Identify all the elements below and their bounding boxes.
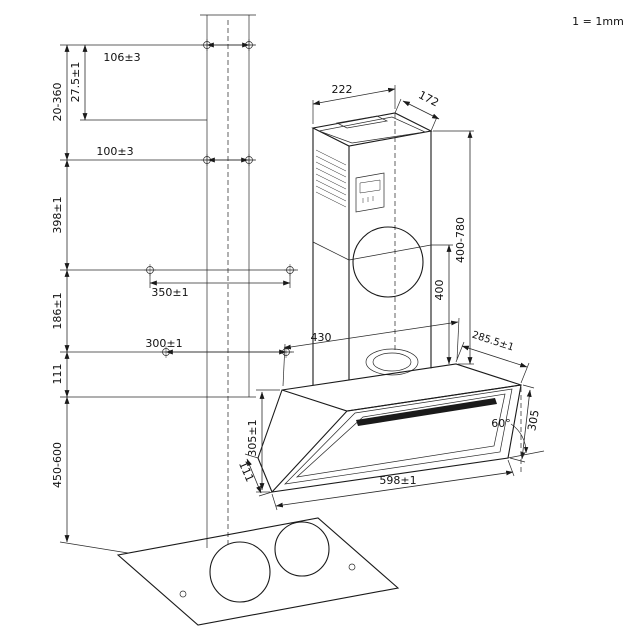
dim-label-spacing-mid: 186±1 xyxy=(51,292,64,329)
scale-note: 1 = 1mm xyxy=(572,15,624,28)
handle-strip xyxy=(356,398,497,426)
dim-label-hole-spacing-top: 106±3 xyxy=(103,51,140,64)
dim-label-chimney-section-height: 400 xyxy=(433,280,446,301)
dim-label-hood-top-width: 430 xyxy=(311,331,332,344)
display xyxy=(359,179,381,194)
control-panel xyxy=(355,172,385,213)
cooktop-knob-right xyxy=(348,563,356,571)
angle-arc xyxy=(510,423,529,454)
cooktop xyxy=(116,517,400,626)
wall-template xyxy=(59,14,298,554)
dim-label-spacing-lower: 111 xyxy=(51,364,64,385)
dim-label-spacing-upper: 398±1 xyxy=(51,196,64,233)
dim-label-hood-top-depth: 285.5±1 xyxy=(470,330,515,354)
dim-label-panel-length: 305 xyxy=(525,409,541,432)
dim-label-adjust-range: 20-360 xyxy=(51,83,64,122)
dim-label-chimney-depth: 172 xyxy=(416,88,441,109)
dim-label-hood-bottom-depth: 111 xyxy=(236,459,256,483)
burner-circle-left xyxy=(209,541,271,603)
hood-body xyxy=(257,363,522,493)
dim-label-hood-back-height: 305±1 xyxy=(246,419,259,456)
dim-label-hob-clearance: 450-600 xyxy=(51,442,64,488)
dim-label-hood-width: 598±1 xyxy=(379,474,416,487)
chimney-duct xyxy=(311,112,433,386)
chimney-dimensions: 222 172 400-780 400 xyxy=(312,83,474,365)
motor-opening-circle xyxy=(352,226,424,298)
burner-circle-right xyxy=(274,521,330,577)
dim-label-bracket-width-upper: 350±1 xyxy=(151,286,188,299)
dim-label-panel-angle: 60° xyxy=(491,417,511,430)
dim-label-offset-top: 27.5±1 xyxy=(69,62,82,103)
cooktop-outline xyxy=(116,517,400,626)
hood-dimensions: 430 285.5±1 305±1 111 598±1 305 60° xyxy=(236,317,545,511)
dim-label-bracket-width-lower: 300±1 xyxy=(145,337,182,350)
vent-grille xyxy=(315,149,347,208)
duct-outlet-ring-inner xyxy=(372,352,412,372)
dim-label-chimney-width: 222 xyxy=(332,83,353,96)
dim-label-chimney-height-range: 400-780 xyxy=(454,217,467,263)
dimension-chains-left: 106±3 100±3 350±1 300±1 27.5±1 20-360 39… xyxy=(51,42,291,543)
duct-flange xyxy=(335,115,389,129)
dim-label-hole-spacing-mid: 100±3 xyxy=(96,145,133,158)
cooktop-knob-left xyxy=(179,590,187,598)
